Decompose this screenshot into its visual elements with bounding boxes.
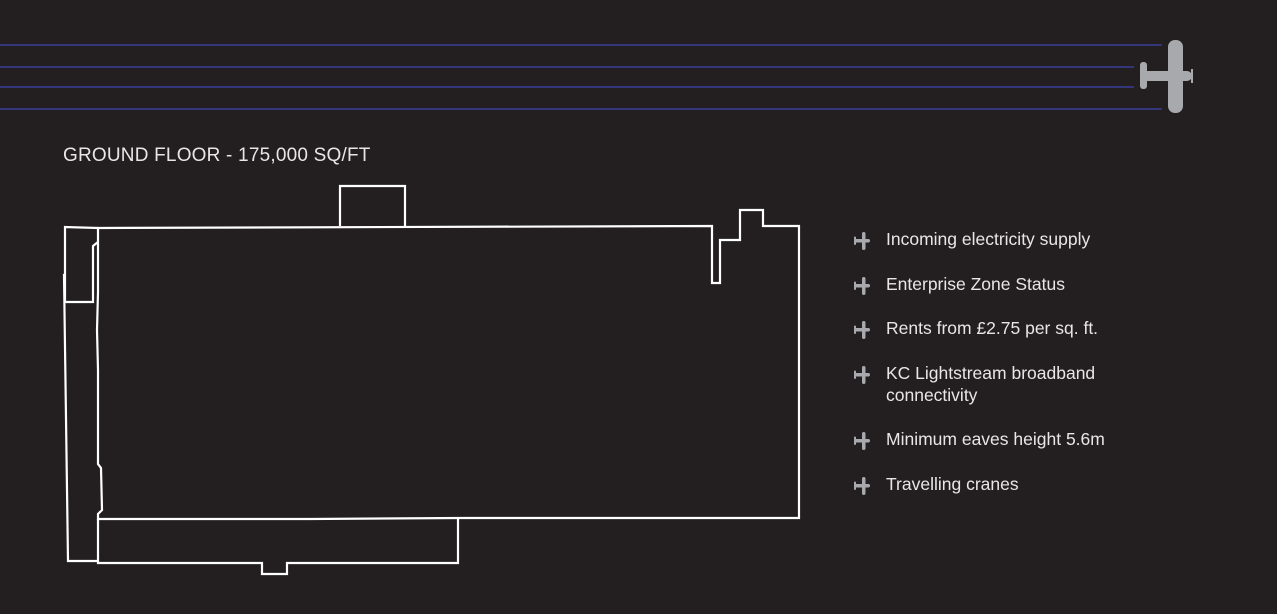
plane-icon <box>854 232 870 250</box>
floor-plan-outline <box>62 184 801 576</box>
plane-icon <box>854 365 870 384</box>
list-item: Incoming electricity supply <box>852 228 1182 250</box>
top-annex-outline <box>338 184 407 226</box>
plane-icon <box>854 476 870 495</box>
bottom-annex-outline <box>96 518 460 576</box>
plane-icon <box>854 321 870 339</box>
feature-label: Travelling cranes <box>886 473 1019 494</box>
plane-icon <box>854 276 870 295</box>
flight-banner <box>0 40 1193 113</box>
list-item: KC Lightstream broadband connectivity <box>852 362 1182 406</box>
feature-list: Incoming electricity supply Enterprise Z… <box>852 228 1182 517</box>
flight-trail-lines <box>0 44 1162 110</box>
list-item: Rents from £2.75 per sq. ft. <box>852 317 1182 339</box>
list-item: Minimum eaves height 5.6m <box>852 428 1182 450</box>
floor-title: GROUND FLOOR - 175,000 SQ/FT <box>63 145 371 166</box>
left-wing-outline <box>63 225 99 304</box>
feature-label: Minimum eaves height 5.6m <box>886 429 1105 449</box>
plane-icon <box>1140 40 1193 113</box>
plane-icon <box>854 432 870 450</box>
list-item: Enterprise Zone Status <box>852 273 1182 295</box>
main-hall-outline <box>95 208 801 521</box>
feature-label: KC Lightstream broadband connectivity <box>886 362 1096 405</box>
left-wing-outline <box>62 273 98 563</box>
feature-label: Enterprise Zone Status <box>886 273 1065 294</box>
list-item: Travelling cranes <box>852 473 1182 495</box>
feature-label: Incoming electricity supply <box>886 229 1091 249</box>
feature-label: Rents from £2.75 per sq. ft. <box>886 318 1099 338</box>
